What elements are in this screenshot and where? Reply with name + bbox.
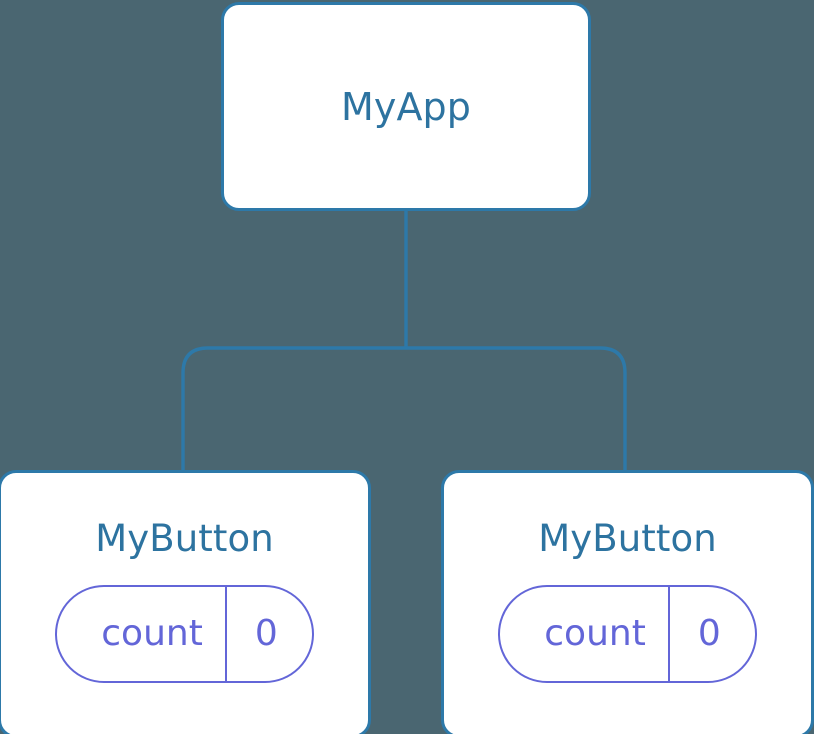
node-mybutton-left[interactable]: MyButton count 0 [0,470,371,734]
state-value-right: 0 [667,587,755,681]
state-key-right: count [544,613,646,654]
state-pill-left[interactable]: count 0 [55,585,314,683]
node-mybutton-right[interactable]: MyButton count 0 [441,470,814,734]
state-key-left: count [101,613,203,654]
edge-to-left-child [181,346,406,472]
state-value-left: 0 [224,587,312,681]
node-mybutton-right-label: MyButton [538,517,717,560]
node-myapp[interactable]: MyApp [221,2,591,211]
node-myapp-label: MyApp [340,84,471,129]
state-pill-right[interactable]: count 0 [498,585,757,683]
edge-to-right-child [406,346,627,472]
node-mybutton-left-label: MyButton [95,517,274,560]
